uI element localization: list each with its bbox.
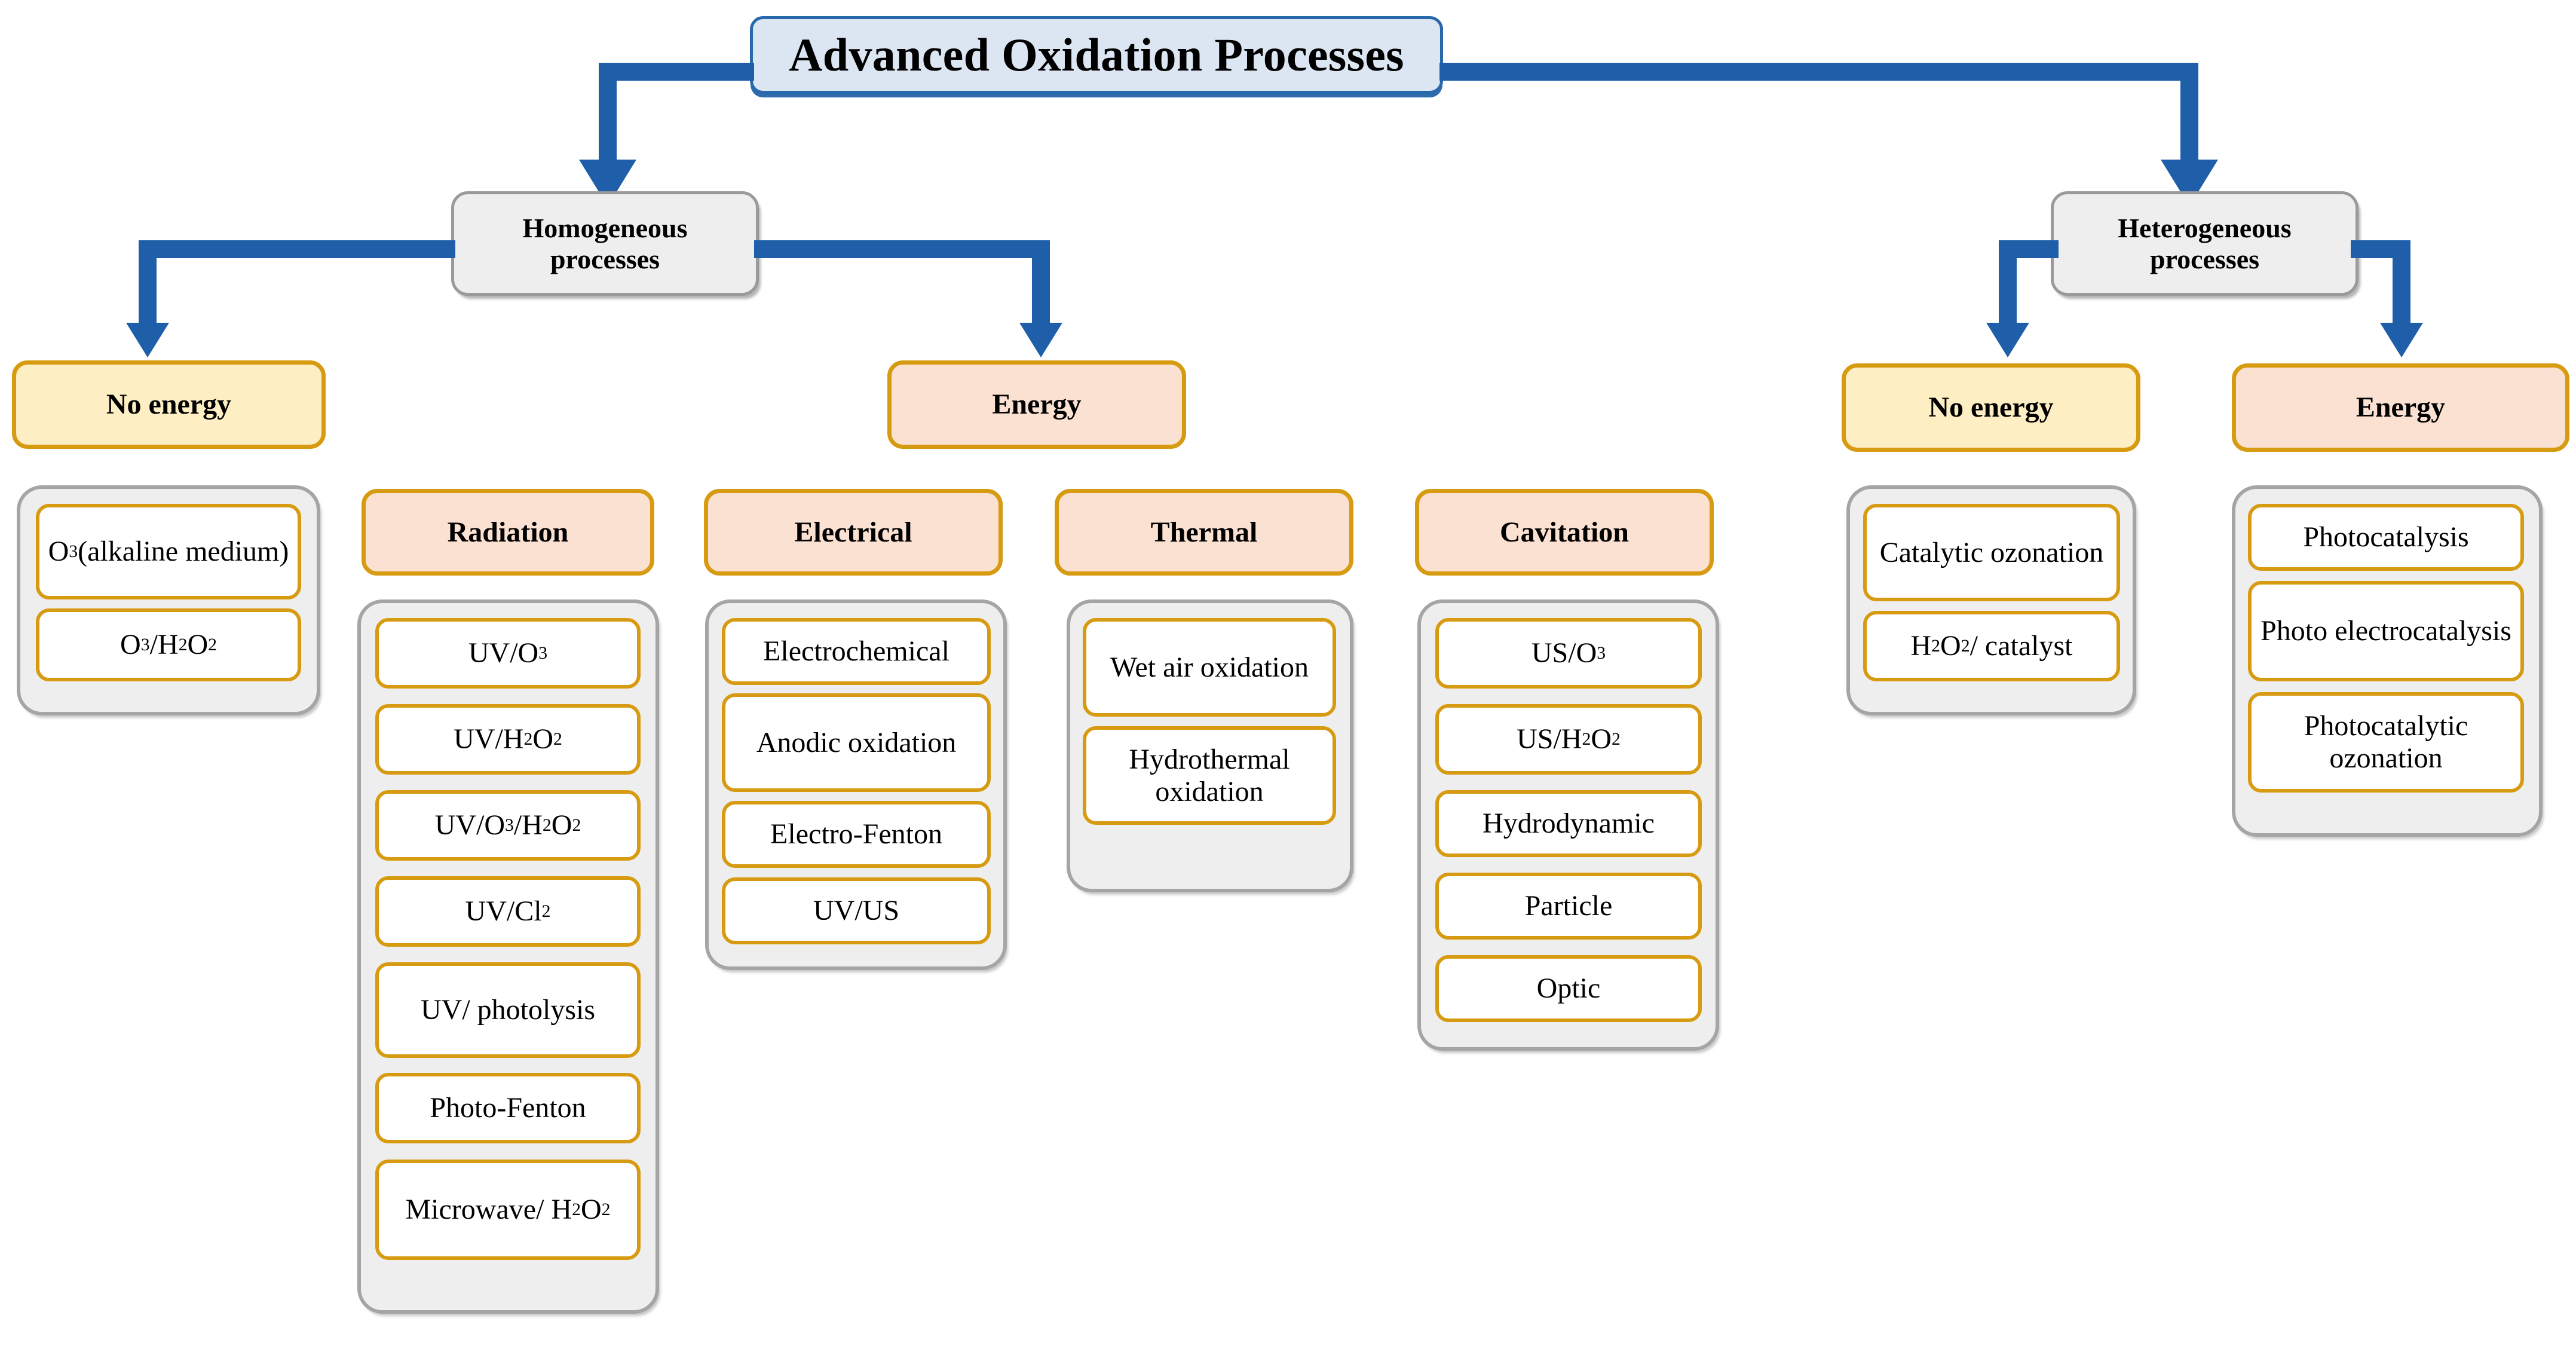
header-homogeneous-energy[interactable]: Energy (887, 360, 1186, 449)
chip-thermal-0[interactable]: Wet air oxidation (1083, 618, 1336, 717)
header-group-electrical[interactable]: Electrical (704, 489, 1003, 576)
chip-electrical-0[interactable]: Electrochemical (722, 618, 991, 685)
chip-thermal-1[interactable]: Hydrothermal oxidation (1083, 726, 1336, 825)
branch-node-homogeneous-processes[interactable]: Homogeneous processes (451, 191, 759, 296)
header-group-radiation[interactable]: Radiation (362, 489, 654, 576)
chip-heterogeneous-energy-0[interactable]: Photocatalysis (2248, 504, 2524, 571)
chip-radiation-4[interactable]: UV/ photolysis (375, 962, 641, 1058)
connector-homogeneous-to-energy-horizontal (754, 240, 1050, 258)
chip-electrical-1[interactable]: Anodic oxidation (722, 693, 991, 792)
arrow-heterogeneous-to-energy (2380, 323, 2423, 357)
branch-node-heterogeneous-processes[interactable]: Heterogeneous processes (2051, 191, 2358, 296)
chip-heterogeneous-energy-2[interactable]: Photocatalytic ozonation (2248, 692, 2524, 793)
header-heterogeneous-energy[interactable]: Energy (2232, 363, 2569, 452)
connector-homogeneous-to-no-energy-horizontal (139, 240, 455, 258)
header-homogeneous-no-energy[interactable]: No energy (12, 360, 326, 449)
chip-heterogeneous-energy-1[interactable]: Photo electrocatalysis (2248, 581, 2524, 681)
header-group-cavitation[interactable]: Cavitation (1415, 489, 1714, 576)
arrow-homogeneous-to-energy (1019, 323, 1062, 357)
arrow-homogeneous-to-no-energy (126, 323, 169, 357)
connector-homogeneous-to-energy-vertical (1032, 240, 1050, 333)
header-heterogeneous-no-energy[interactable]: No energy (1842, 363, 2140, 452)
connector-root-to-homogeneous-vertical (599, 63, 617, 173)
connector-homogeneous-to-no-energy-vertical (139, 240, 157, 333)
chip-cavitation-4[interactable]: Optic (1435, 955, 1702, 1022)
connector-root-to-homogeneous-horizontal (599, 63, 754, 81)
chip-electrical-2[interactable]: Electro-Fenton (722, 801, 991, 868)
connector-heterogeneous-to-no-energy-vertical (1999, 240, 2017, 333)
chip-cavitation-2[interactable]: Hydrodynamic (1435, 790, 1702, 857)
chip-radiation-5[interactable]: Photo-Fenton (375, 1073, 641, 1143)
chip-heterogeneous-no-energy-0[interactable]: Catalytic ozonation (1863, 504, 2120, 601)
arrow-heterogeneous-to-no-energy (1986, 323, 2029, 357)
connector-root-to-heterogeneous-horizontal (1439, 63, 2198, 81)
connector-heterogeneous-to-energy-vertical (2393, 240, 2410, 333)
chip-cavitation-3[interactable]: Particle (1435, 873, 1702, 940)
connector-root-to-heterogeneous-vertical (2180, 63, 2198, 173)
header-group-thermal[interactable]: Thermal (1055, 489, 1353, 576)
chip-electrical-3[interactable]: UV/US (722, 877, 991, 944)
root-node-advanced-oxidation-processes[interactable]: Advanced Oxidation Processes (750, 16, 1443, 94)
